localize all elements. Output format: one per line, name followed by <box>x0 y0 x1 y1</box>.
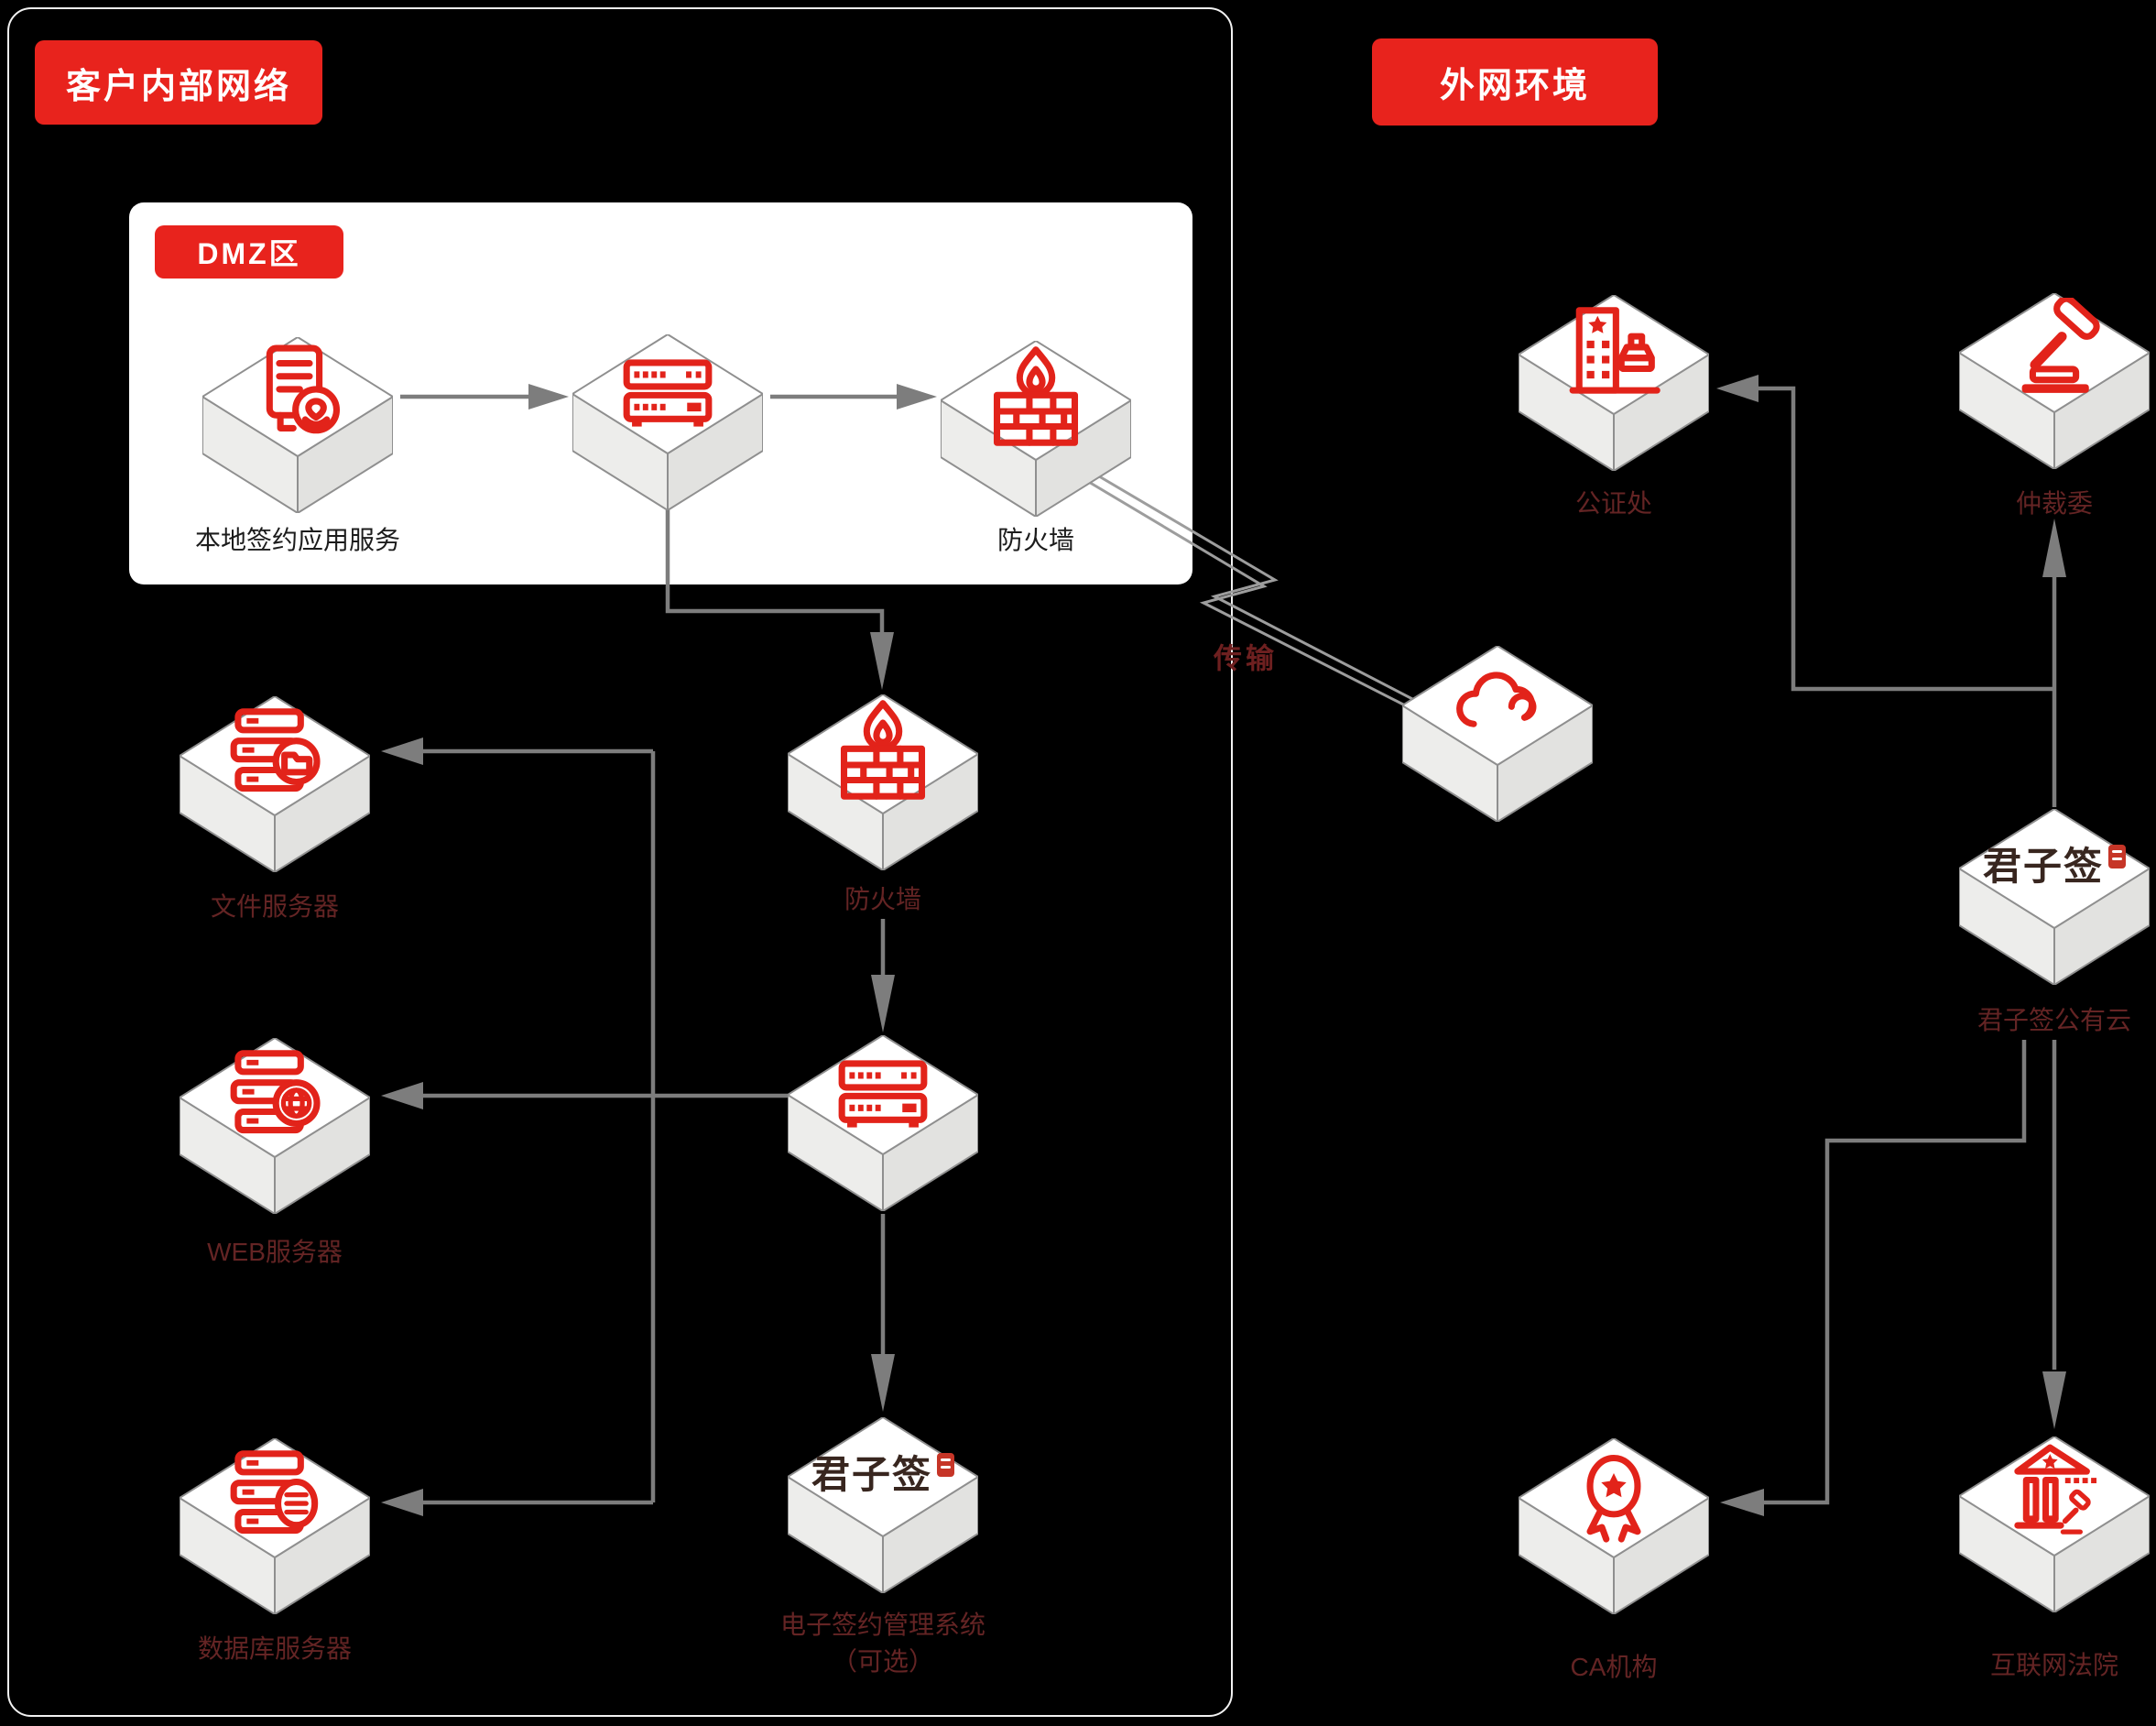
junziqian-seal-icon <box>937 1453 955 1477</box>
notary-office-icon <box>1569 307 1661 394</box>
node-cloud-gateway <box>1402 646 1593 822</box>
node-web-server: WEB服务器 <box>180 1038 370 1266</box>
isometric-box <box>1959 809 2150 985</box>
gavel-icon <box>2021 298 2100 393</box>
internal-network-badge: 客户内部网络 <box>35 40 322 125</box>
node-sublabel: （可选） <box>831 1647 935 1676</box>
node-internet-court: 互联网法院 <box>1959 1437 2150 1679</box>
node-label: 仲裁委 <box>2015 489 2094 518</box>
node-arbitration: 仲裁委 <box>1959 293 2150 518</box>
file-server-icon <box>230 708 321 792</box>
node-label: CA机构 <box>1570 1653 1658 1681</box>
internal-network-frame <box>7 7 1233 1717</box>
signed-document-icon <box>266 344 341 434</box>
node-label: WEB服务器 <box>207 1238 343 1266</box>
node-label: 文件服务器 <box>210 892 340 921</box>
node-ca-org: CA机构 <box>1519 1438 1709 1681</box>
node-label: 电子签约管理系统 <box>779 1611 986 1639</box>
junziqian-logo-text: 君子签 <box>1982 847 2105 889</box>
transfer-label: 传输 <box>1214 642 1278 675</box>
node-file-server: 文件服务器 <box>180 696 370 921</box>
node-label: 公证处 <box>1574 489 1653 518</box>
firewall-icon <box>840 700 926 800</box>
node-dmz-server <box>572 334 763 510</box>
node-inner-server <box>788 1035 978 1211</box>
database-server-icon <box>230 1450 319 1535</box>
node-junziqian-cloud: 君子签 君子签公有云 <box>1959 809 2150 1034</box>
web-server-icon <box>230 1050 321 1134</box>
node-db-server: 数据库服务器 <box>180 1438 370 1663</box>
junziqian-logo-text: 君子签 <box>811 1455 933 1497</box>
server-rack-icon <box>838 1060 928 1128</box>
court-icon <box>2014 1444 2097 1535</box>
junziqian-logo: 君子签 <box>1982 845 2127 889</box>
node-dmz-firewall: 防火墙 <box>941 341 1131 554</box>
node-label: 本地签约应用服务 <box>194 526 401 554</box>
node-label: 防火墙 <box>996 526 1075 554</box>
node-label: 互联网法院 <box>1989 1651 2119 1679</box>
node-local-sign-app: 本地签约应用服务 <box>195 337 400 554</box>
node-label: 君子签公有云 <box>1976 1006 2132 1034</box>
medal-icon <box>1586 1454 1641 1543</box>
junziqian-seal-icon <box>2108 845 2127 868</box>
isometric-box <box>788 1417 978 1593</box>
server-rack-icon <box>623 359 713 427</box>
node-esign-system: 君子签 电子签约管理系统 （可选） <box>780 1417 985 1676</box>
node-label: 数据库服务器 <box>197 1634 353 1663</box>
cloud-icon <box>1456 672 1537 727</box>
node-inner-firewall: 防火墙 <box>788 694 978 913</box>
external-network-badge: 外网环境 <box>1372 38 1658 126</box>
dmz-badge: DMZ区 <box>155 225 343 279</box>
node-notary: 公证处 <box>1519 295 1709 518</box>
junziqian-logo: 君子签 <box>811 1453 955 1497</box>
firewall-icon <box>993 346 1079 446</box>
node-label: 防火墙 <box>844 885 922 913</box>
